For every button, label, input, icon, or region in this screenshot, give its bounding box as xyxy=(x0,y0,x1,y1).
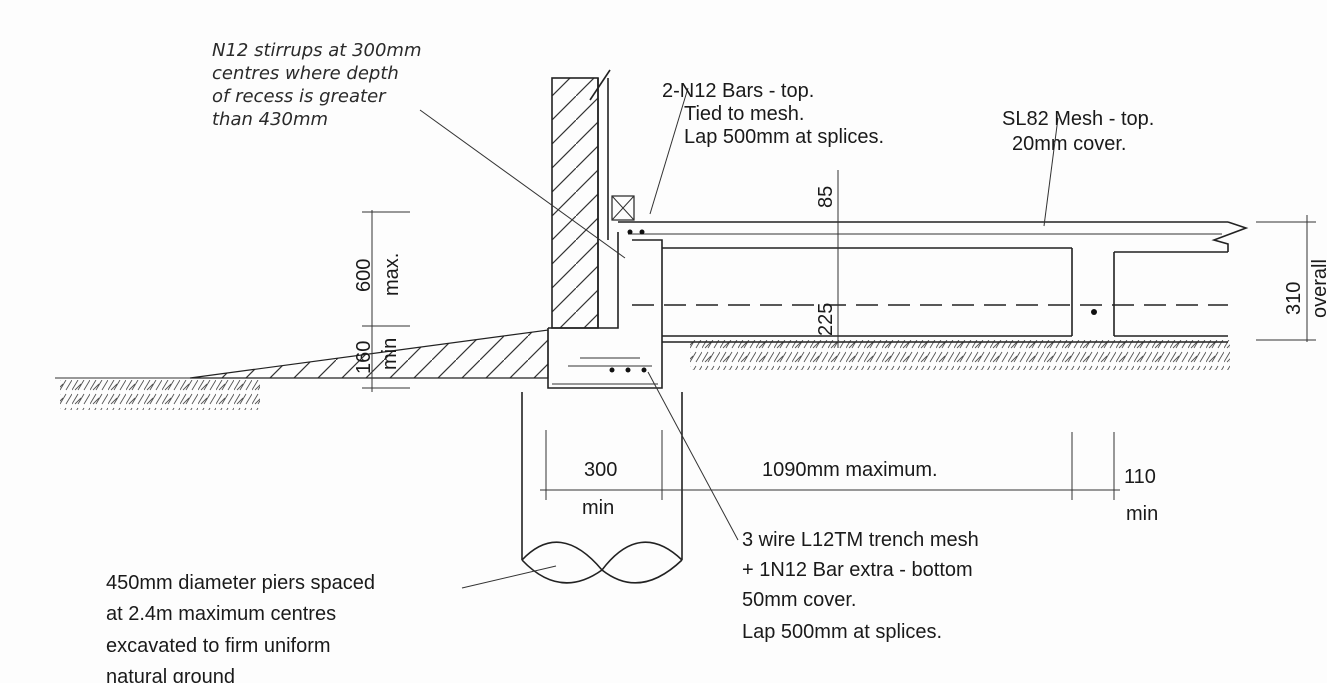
pier xyxy=(521,392,683,584)
dim-rib-spacing: 1090mm maximum. xyxy=(762,459,938,481)
pier-note-line-2: at 2.4m maximum centres xyxy=(106,603,336,625)
dimension-lines xyxy=(362,170,1316,500)
dim-slab-top: 85 xyxy=(815,186,837,208)
dim-recess-max: 600 xyxy=(353,259,375,292)
pier-note-line-1: 450mm diameter piers spaced xyxy=(106,572,375,594)
stirrup-note-line-2: centres where depth xyxy=(212,63,399,84)
trench-mesh-note-line-3: 50mm cover. xyxy=(742,589,856,611)
dim-recess-min-label: min xyxy=(379,338,401,370)
trench-mesh-note-line-4: Lap 500mm at splices. xyxy=(742,621,942,643)
stirrup-note-line-4: than 430mm xyxy=(212,109,328,130)
trench-mesh-note-line-1: 3 wire L12TM trench mesh xyxy=(742,529,979,551)
stirrup-note-line-1: N12 stirrups at 300mm xyxy=(212,40,422,61)
dim-beam-width-label: min xyxy=(582,497,614,519)
stirrup-note-line-3: of recess is greater xyxy=(212,86,387,107)
top-bars-note-line-1: 2-N12 Bars - top. xyxy=(662,80,814,102)
dim-rib-width: 110 xyxy=(1124,466,1156,488)
edge-beam xyxy=(547,232,663,389)
slab xyxy=(618,221,1249,343)
pier-note-line-3: excavated to firm uniform xyxy=(106,635,331,657)
pier-note-line-4: natural ground xyxy=(106,666,235,683)
mesh-note-line-1: SL82 Mesh - top. xyxy=(1002,108,1154,130)
dim-beam-width: 300 xyxy=(584,459,617,481)
natural-ground xyxy=(55,340,1230,410)
dim-total-depth: 310 xyxy=(1283,282,1305,315)
dim-recess-max-label: max. xyxy=(381,253,403,296)
dim-rib-width-label: min xyxy=(1126,503,1158,525)
dim-rib-depth: 225 xyxy=(815,303,837,336)
mesh-note-line-2: 20mm cover. xyxy=(1012,133,1126,155)
top-bars-note-line-2: Tied to mesh. xyxy=(684,103,804,125)
dim-total-depth-suffix: overall xyxy=(1309,259,1327,318)
dim-recess-min: 160 xyxy=(353,341,375,374)
top-bars-note-line-3: Lap 500mm at splices. xyxy=(684,126,884,148)
trench-mesh-note-line-2: + 1N12 Bar extra - bottom xyxy=(742,559,973,581)
leader-lines xyxy=(419,87,1059,589)
